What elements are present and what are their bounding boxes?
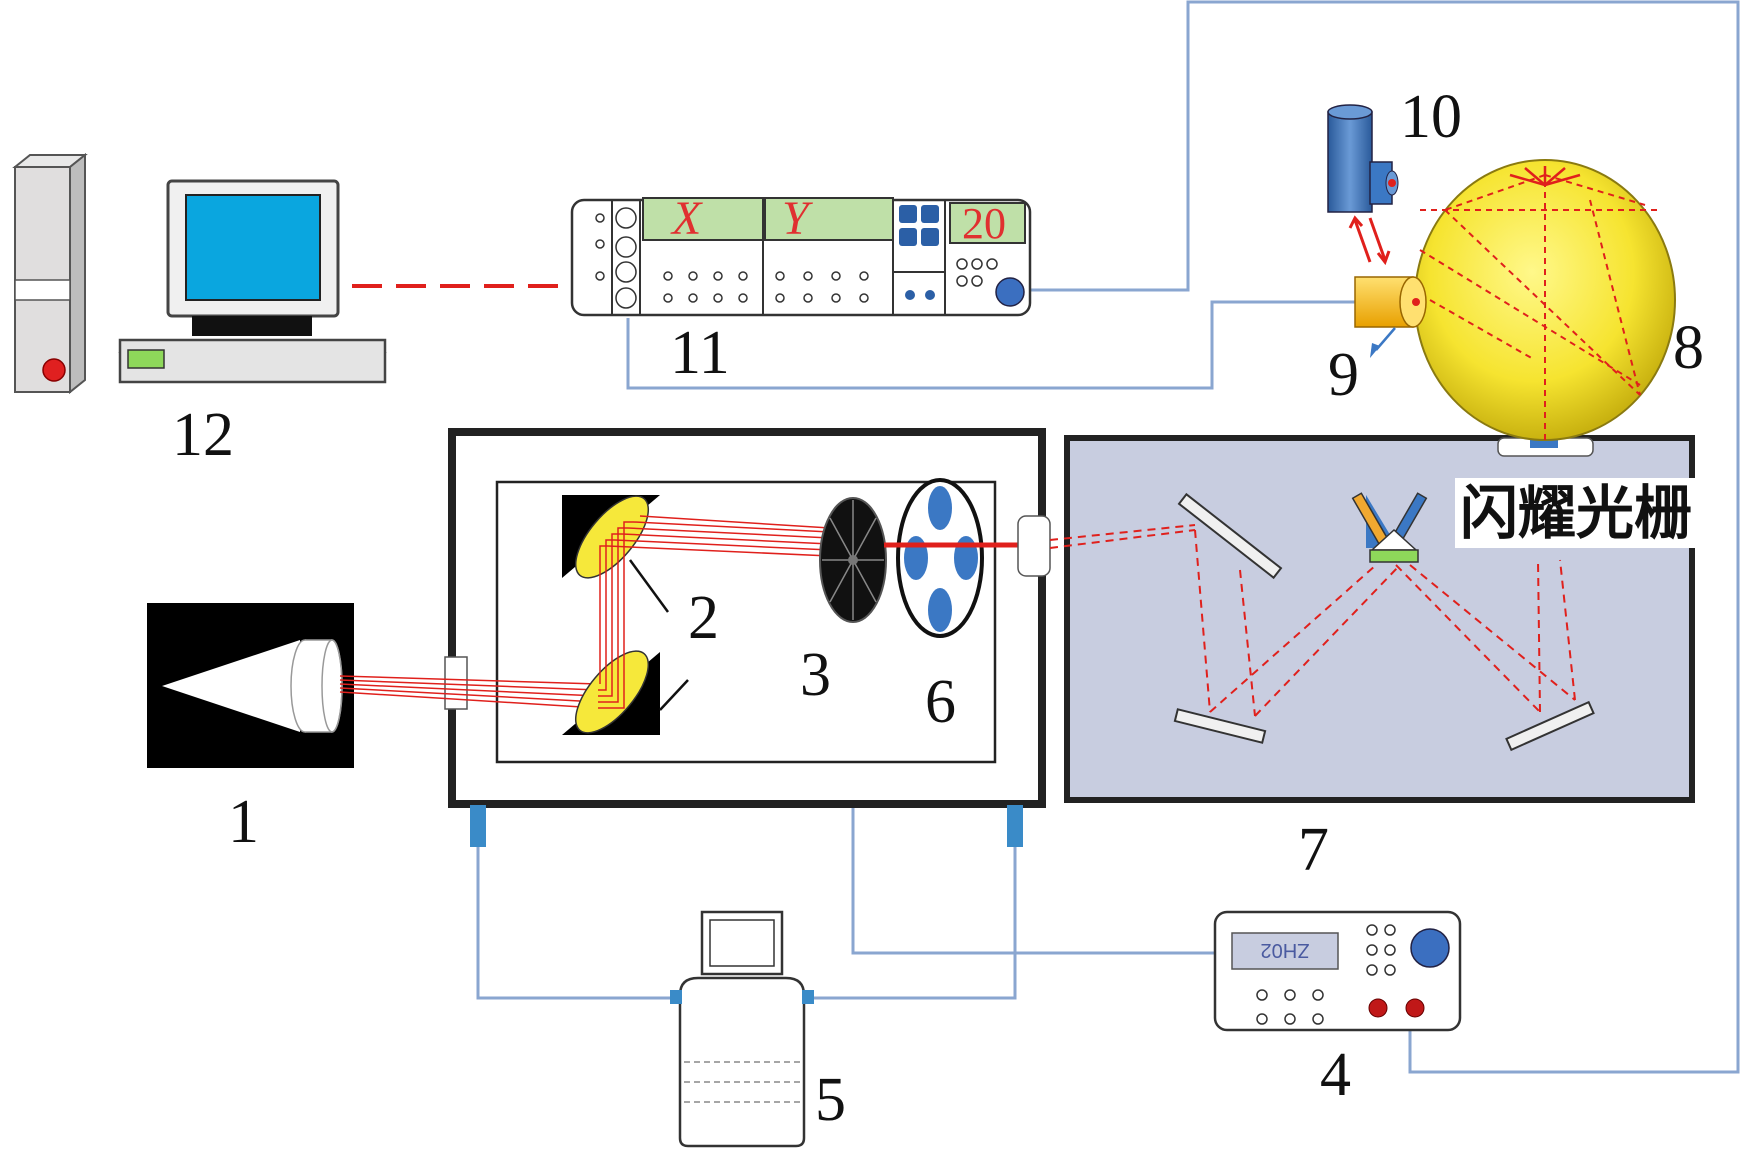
label-4: 4 <box>1320 1041 1351 1109</box>
label-3: 3 <box>800 641 831 709</box>
label-6: 6 <box>925 668 956 736</box>
label-9: 9 <box>1328 341 1359 409</box>
detector <box>1354 276 1427 358</box>
monitor-screen <box>185 194 321 301</box>
y-display-text: Y <box>782 192 813 245</box>
laser-unit <box>1327 104 1399 266</box>
labels: 1 2 3 4 5 6 7 8 9 10 11 12 闪耀光栅 <box>172 83 1715 1134</box>
generator-display-text: ZH02 <box>1261 939 1310 961</box>
mono-beams <box>1049 524 1576 717</box>
label-10: 10 <box>1400 83 1462 151</box>
light-source <box>147 603 354 768</box>
value-display <box>949 202 1026 244</box>
chopper-wheel <box>819 497 887 623</box>
label-2-leaders <box>628 559 689 711</box>
monochromator <box>1017 435 1695 803</box>
label-5: 5 <box>815 1066 846 1134</box>
integrating-sphere <box>1414 159 1676 441</box>
wire-cryo-right <box>808 845 1017 1000</box>
x-display-text: X <box>670 192 703 245</box>
signal-generator: ZH02 <box>1213 910 1462 1032</box>
label-8: 8 <box>1673 314 1704 382</box>
input-beam <box>339 675 599 709</box>
label-7: 7 <box>1298 816 1329 884</box>
filter-wheel <box>896 478 984 638</box>
grating-label: 闪耀光栅 <box>1460 479 1692 547</box>
dewar <box>670 910 814 1148</box>
wire-lockin-to-source <box>1025 0 1740 1074</box>
internal-beam <box>598 515 831 709</box>
computer <box>12 152 387 395</box>
power-button-icon <box>42 358 66 382</box>
label-11: 11 <box>670 319 730 387</box>
label-1: 1 <box>228 788 259 856</box>
label-2: 2 <box>688 584 719 652</box>
label-12: 12 <box>172 401 234 469</box>
dial-knob-icon <box>995 277 1025 307</box>
value-display-text: 20 <box>962 199 1006 248</box>
generator-knob-icon <box>1410 928 1450 968</box>
wire-lockin-to-detector <box>626 300 1358 390</box>
lock-in-amplifier: X Y 20 <box>570 192 1032 317</box>
y-display <box>764 197 894 241</box>
x-display <box>642 197 764 241</box>
wire-cryo-left <box>476 845 675 1000</box>
